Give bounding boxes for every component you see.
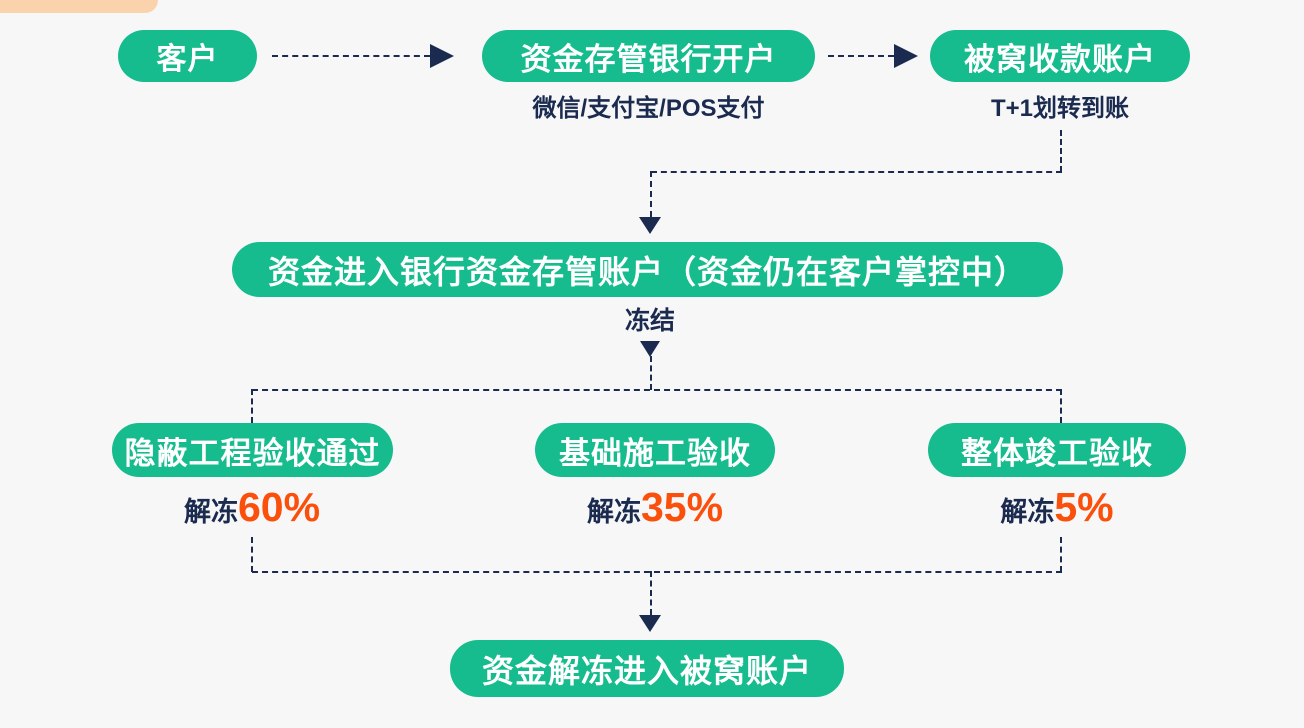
branch-distribution-line bbox=[252, 389, 1062, 391]
unfreeze-percent: 5% bbox=[1054, 484, 1114, 530]
connector-customer-to-bank bbox=[272, 55, 430, 57]
node-stage-hidden-works: 隐蔽工程验收通过 bbox=[112, 423, 393, 477]
corner-decoration bbox=[0, 0, 158, 13]
unfreeze-prefix: 解冻 bbox=[586, 497, 641, 527]
unfreeze-percent: 60% bbox=[237, 484, 321, 530]
transfer-time-note: T+1划转到账 bbox=[990, 94, 1130, 122]
connector-receiving-drop bbox=[1060, 130, 1062, 172]
converge-distribution-line bbox=[252, 571, 1062, 573]
converge-right-drop bbox=[1060, 537, 1062, 572]
unfreeze-prefix: 解冻 bbox=[183, 497, 238, 527]
node-stage-completion: 整体竣工验收 bbox=[928, 423, 1186, 477]
connector-receiving-horizontal bbox=[651, 171, 1062, 173]
node-bank-account-opening: 资金存管银行开户 bbox=[482, 30, 815, 82]
node-custody-account: 资金进入银行资金存管账户（资金仍在客户掌控中） bbox=[232, 242, 1063, 297]
arrowhead-down-icon bbox=[640, 341, 660, 357]
connector-into-final bbox=[650, 571, 652, 615]
converge-left-drop bbox=[251, 537, 253, 572]
node-beiwo-receiving-account: 被窝收款账户 bbox=[930, 30, 1190, 82]
connector-bank-to-receiving bbox=[828, 55, 894, 57]
branch-left-drop bbox=[251, 389, 253, 423]
node-customer: 客户 bbox=[118, 30, 257, 82]
connector-into-custody bbox=[650, 171, 652, 217]
payment-methods-note: 微信/支付宝/POS支付 bbox=[532, 94, 765, 122]
arrowhead-down-icon bbox=[639, 615, 661, 632]
branch-right-drop bbox=[1060, 389, 1062, 423]
arrowhead-down-icon bbox=[639, 217, 661, 234]
connector-freeze-drop bbox=[650, 356, 652, 390]
node-stage-foundation: 基础施工验收 bbox=[535, 423, 775, 477]
arrowhead-right-icon bbox=[894, 44, 918, 68]
freeze-label: 冻结 bbox=[624, 307, 675, 335]
unfreeze-prefix: 解冻 bbox=[1000, 497, 1055, 527]
arrowhead-right-icon bbox=[430, 44, 454, 68]
unfreeze-percent: 35% bbox=[640, 484, 724, 530]
node-final-unfreeze: 资金解冻进入被窝账户 bbox=[450, 640, 844, 697]
